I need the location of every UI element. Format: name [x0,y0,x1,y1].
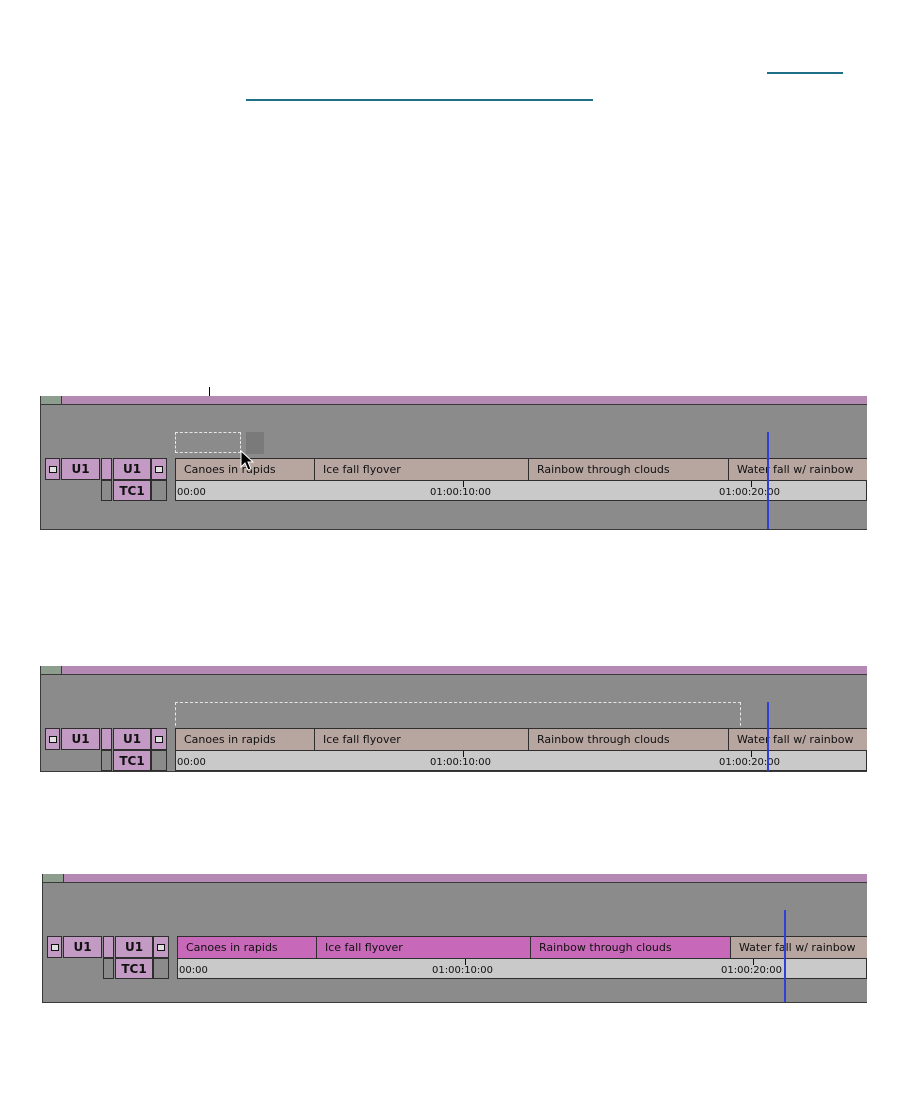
record-track-label[interactable]: U1 [113,728,151,750]
timeline-title-bar [43,874,867,883]
monitor-icon [50,943,59,951]
timecode-label: 01:00:10:00 [430,487,492,498]
ruler-tick [465,959,466,965]
ruler-tick [753,959,754,965]
ruler-tick [463,751,464,757]
pointer-cursor-icon [240,450,255,471]
clip[interactable]: Ice fall flyover [314,728,528,751]
resize-grip[interactable] [41,396,62,404]
monitor-icon [48,465,57,473]
hyperlink-underline[interactable] [246,99,593,101]
drag-ghost [246,432,264,454]
monitor-icon [48,735,57,743]
source-track-label[interactable]: U1 [61,728,100,750]
tc-spacer [101,480,112,501]
clip[interactable]: Water fall w/ rainbow [728,728,867,751]
timecode-label: 00:00 [179,965,208,976]
ruler-tick [463,481,464,487]
timecode-label: 01:00:20:00 [719,757,781,768]
timecode-label: 01:00:10:00 [430,757,492,768]
tc-spacer [151,480,167,501]
track-monitor-toggle[interactable] [151,728,167,750]
timeline-title-bar [41,396,867,405]
ruler-tick [751,751,752,757]
track-monitor-toggle[interactable] [151,458,167,480]
timeline-title-bar [41,666,867,675]
timecode-ruler[interactable]: 00:00 01:00:10:00 01:00:20:00 [175,481,867,501]
timeline-panel-1: U1 U1 TC1 Canoes in rapids Ice fall flyo… [40,396,867,530]
clip[interactable]: Water fall w/ rainbow [730,936,867,959]
clip[interactable]: Rainbow through clouds [530,936,730,959]
playhead[interactable] [767,702,769,771]
track-monitor-toggle[interactable] [45,728,60,750]
timecode-track-label[interactable]: TC1 [113,480,151,501]
track-monitor-toggle[interactable] [45,458,60,480]
clip[interactable]: Ice fall flyover [316,936,530,959]
timeline-panel-3: U1 U1 TC1 Canoes in rapids Ice fall flyo… [42,874,867,1003]
selection-marquee [175,432,241,453]
clip[interactable]: Water fall w/ rainbow [728,458,867,481]
resize-grip[interactable] [43,874,64,882]
timecode-label: 01:00:20:00 [719,487,781,498]
track-monitor-toggle[interactable] [153,936,169,958]
tc-spacer [103,958,114,979]
playhead[interactable] [767,432,769,529]
timecode-label: 01:00:20:00 [721,965,783,976]
timecode-track-label[interactable]: TC1 [115,958,153,979]
timecode-ruler[interactable]: 00:00 01:00:10:00 01:00:20:00 [175,751,867,771]
clip[interactable]: Canoes in rapids [177,936,316,959]
hyperlink-underline[interactable] [767,72,843,74]
tc-spacer [101,750,112,771]
monitor-icon [157,943,165,951]
tc-spacer [153,958,169,979]
record-track-label[interactable]: U1 [115,936,153,958]
track-monitor-toggle[interactable] [47,936,62,958]
playhead[interactable] [784,910,786,1002]
ruler-tick [751,481,752,487]
source-track-label[interactable]: U1 [63,936,102,958]
timecode-ruler[interactable]: 00:00 01:00:10:00 01:00:20:00 [177,959,867,979]
timecode-label: 00:00 [177,757,206,768]
timecode-track-label[interactable]: TC1 [113,750,151,771]
track-lock-toggle[interactable] [101,728,112,750]
source-track-label[interactable]: U1 [61,458,100,480]
monitor-icon [155,735,163,743]
clip[interactable]: Canoes in rapids [175,728,314,751]
timecode-label: 01:00:10:00 [432,965,494,976]
clip[interactable]: Ice fall flyover [314,458,528,481]
timecode-label: 00:00 [177,487,206,498]
tc-spacer [151,750,167,771]
monitor-icon [155,465,163,473]
timeline-panel-2: U1 U1 TC1 Canoes in rapids Ice fall flyo… [40,666,867,772]
clip[interactable]: Canoes in rapids [175,458,314,481]
clip[interactable]: Rainbow through clouds [528,728,728,751]
track-lock-toggle[interactable] [103,936,114,958]
resize-grip[interactable] [41,666,62,674]
track-lock-toggle[interactable] [101,458,112,480]
record-track-label[interactable]: U1 [113,458,151,480]
clip[interactable]: Rainbow through clouds [528,458,728,481]
